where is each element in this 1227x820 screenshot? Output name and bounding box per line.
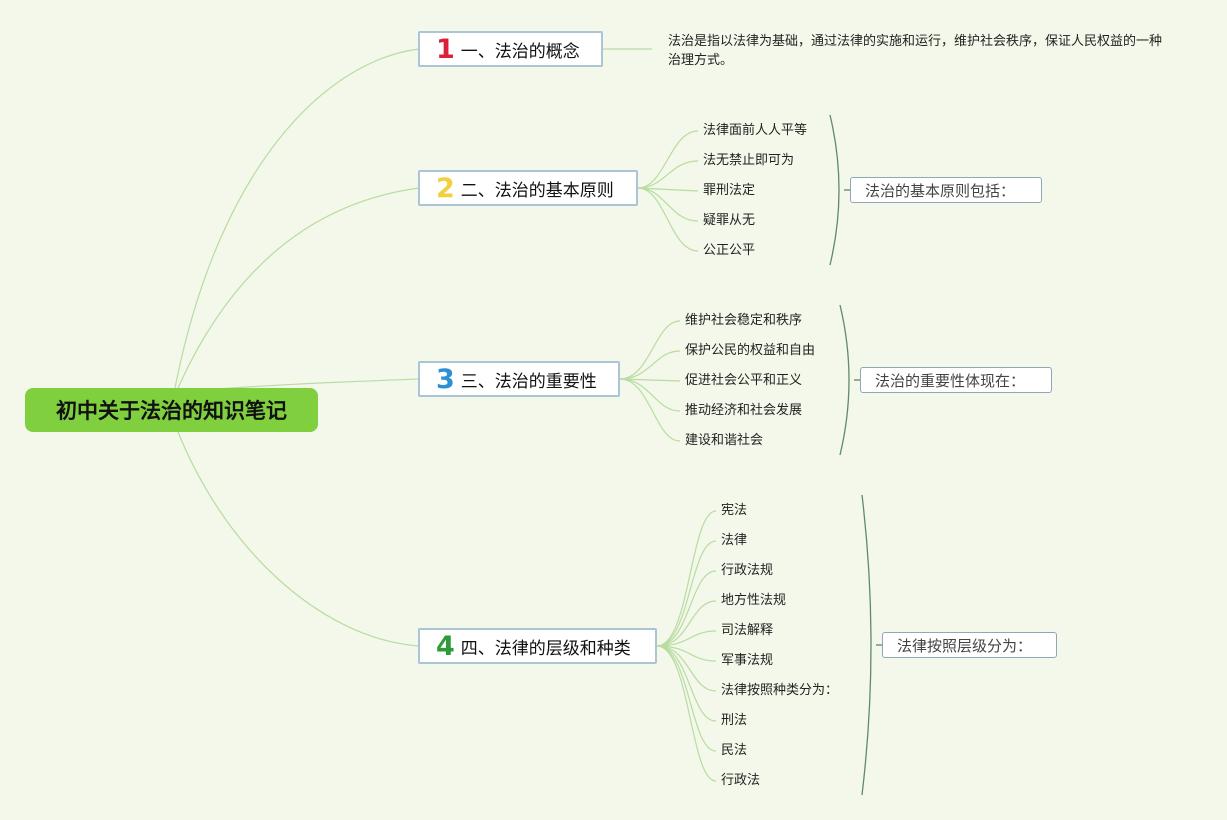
summary-label: 法律按照层级分为：: [897, 636, 1033, 655]
concept-text: 法治是指以法律为基础，通过法律的实施和运行，维护社会秩序，保证人民权益的一种治理…: [668, 34, 1163, 68]
list-item[interactable]: 法律按照种类分为：: [721, 683, 839, 698]
branch-label: 一、法治的概念: [460, 41, 580, 62]
list-item[interactable]: 公正公平: [703, 243, 756, 258]
list-item[interactable]: 宪法: [721, 503, 748, 518]
list-item[interactable]: 行政法规: [721, 563, 774, 578]
list-item[interactable]: 司法解释: [721, 623, 774, 638]
root-topic[interactable]: 初中关于法治的知识笔记: [25, 388, 318, 432]
list-item[interactable]: 罪刑法定: [703, 183, 756, 198]
list-item[interactable]: 维护社会稳定和秩序: [685, 313, 803, 328]
list-item[interactable]: 法无禁止即可为: [703, 153, 795, 168]
number-1-icon: 1: [436, 33, 455, 65]
root-title: 初中关于法治的知识笔记: [56, 399, 287, 423]
summary-importance[interactable]: 法治的重要性体现在：: [860, 367, 1052, 393]
branch-label: 三、法治的重要性: [460, 371, 597, 392]
summary-label: 法治的基本原则包括：: [865, 181, 1016, 200]
number-4-icon: 4: [436, 630, 455, 662]
list-item[interactable]: 行政法: [721, 773, 761, 788]
list-item[interactable]: 法律: [721, 533, 748, 548]
summary-law-levels[interactable]: 法律按照层级分为：: [882, 632, 1057, 658]
number-2-icon: 2: [436, 172, 455, 204]
summary-label: 法治的重要性体现在：: [875, 371, 1026, 390]
branch-principles[interactable]: 2 二、法治的基本原则: [418, 170, 638, 206]
number-3-icon: 3: [436, 363, 455, 395]
branch-label: 四、法律的层级和种类: [460, 638, 631, 659]
list-item[interactable]: 疑罪从无: [703, 213, 756, 228]
list-item[interactable]: 推动经济和社会发展: [685, 403, 803, 418]
list-item[interactable]: 民法: [721, 743, 748, 758]
list-item[interactable]: 军事法规: [721, 653, 774, 668]
branch-label: 二、法治的基本原则: [460, 180, 614, 201]
list-item[interactable]: 促进社会公平和正义: [685, 373, 803, 388]
list-item[interactable]: 地方性法规: [721, 593, 787, 608]
list-item[interactable]: 刑法: [721, 713, 748, 728]
branch-law-types[interactable]: 4 四、法律的层级和种类: [418, 628, 657, 664]
list-item[interactable]: 法律面前人人平等: [703, 123, 808, 138]
branch-concept[interactable]: 1 一、法治的概念: [418, 31, 603, 67]
list-item[interactable]: 建设和谐社会: [685, 433, 764, 448]
branch-importance[interactable]: 3 三、法治的重要性: [418, 361, 620, 397]
list-item[interactable]: 保护公民的权益和自由: [685, 343, 816, 358]
summary-principles[interactable]: 法治的基本原则包括：: [850, 177, 1042, 203]
